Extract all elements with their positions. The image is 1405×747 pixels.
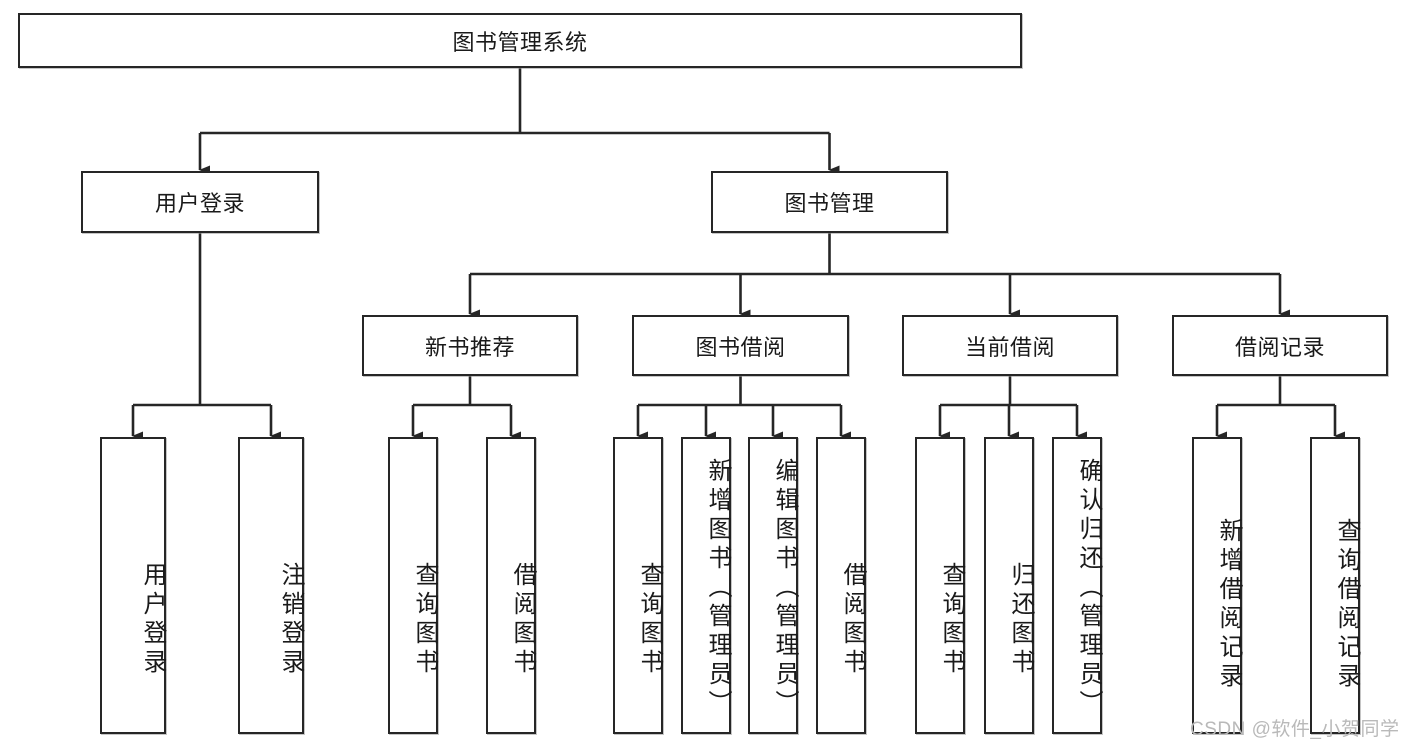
node-leaf-add-book-admin[interactable]: 新增图书（管理员） [681,437,731,734]
node-label-user-login: 用户登录 [154,191,245,216]
node-label-leaf-borrow-book-1: 借阅图书 [509,561,536,678]
node-label-borrow-record: 借阅记录 [1234,334,1325,360]
node-leaf-edit-book-admin[interactable]: 编辑图书（管理员） [748,437,798,734]
node-label-book-borrow: 图书借阅 [695,334,786,360]
node-leaf-query-borrow-record[interactable]: 查询借阅记录 [1310,437,1360,734]
node-book-manage[interactable]: 图书管理 [711,171,948,233]
node-leaf-query-book-2[interactable]: 查询图书 [613,437,663,734]
node-root[interactable]: 图书管理系统 [18,13,1022,68]
node-label-root: 图书管理系统 [452,29,588,55]
node-borrow-record[interactable]: 借阅记录 [1172,315,1388,376]
node-label-leaf-confirm-return-admin: 确认归还（管理员） [1075,458,1102,719]
node-leaf-query-book-3[interactable]: 查询图书 [915,437,965,734]
connector-group [131,68,1345,441]
node-label-leaf-borrow-book-2: 借阅图书 [839,561,866,678]
node-label-leaf-user-logout: 注销登录 [277,561,304,678]
node-label-leaf-return-book: 归还图书 [1007,561,1034,678]
node-label-leaf-query-book-1: 查询图书 [411,561,438,678]
node-label-current-borrow: 当前借阅 [964,334,1055,360]
node-label-leaf-add-borrow-record: 新增借阅记录 [1215,517,1242,692]
node-leaf-add-borrow-record[interactable]: 新增借阅记录 [1192,437,1242,734]
node-leaf-user-login[interactable]: 用户登录 [100,437,166,734]
node-current-borrow[interactable]: 当前借阅 [902,315,1118,376]
node-label-leaf-query-borrow-record: 查询借阅记录 [1333,517,1360,692]
node-label-book-manage: 图书管理 [784,191,875,216]
node-label-leaf-query-book-2: 查询图书 [636,561,663,678]
node-leaf-user-logout[interactable]: 注销登录 [238,437,304,734]
node-label-new-book-rec: 新书推荐 [424,334,515,360]
node-leaf-borrow-book-1[interactable]: 借阅图书 [486,437,536,734]
node-user-login[interactable]: 用户登录 [81,171,319,233]
node-leaf-borrow-book-2[interactable]: 借阅图书 [816,437,866,734]
node-label-leaf-query-book-3: 查询图书 [938,561,965,678]
node-label-leaf-user-login: 用户登录 [139,561,166,678]
node-leaf-query-book-1[interactable]: 查询图书 [388,437,438,734]
node-book-borrow[interactable]: 图书借阅 [632,315,849,376]
node-label-leaf-add-book-admin: 新增图书（管理员） [704,458,731,719]
node-leaf-confirm-return-admin[interactable]: 确认归还（管理员） [1052,437,1102,734]
node-new-book-rec[interactable]: 新书推荐 [362,315,578,376]
node-leaf-return-book[interactable]: 归还图书 [984,437,1034,734]
node-label-leaf-edit-book-admin: 编辑图书（管理员） [771,458,798,719]
